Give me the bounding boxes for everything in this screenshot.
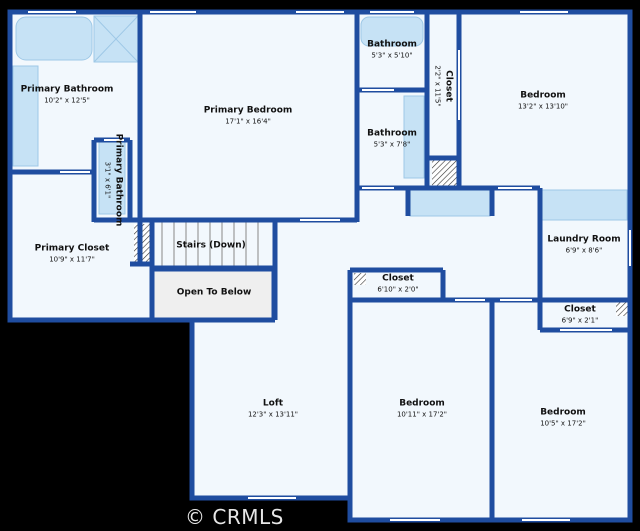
bathtub-icon: [15, 16, 93, 61]
windows: [28, 11, 631, 521]
room-label-open-to-below: Open To Below: [176, 287, 252, 298]
vanity-icon: [403, 95, 425, 179]
chase-hatch: [616, 302, 628, 316]
walls: [7, 9, 633, 523]
laundry-counter-icon: [540, 189, 628, 221]
counter-icon: [409, 189, 491, 217]
vanity-icon: [12, 65, 39, 167]
shower-icon: [98, 141, 126, 215]
floor-area: [10, 12, 630, 520]
fixtures: [12, 15, 628, 221]
chase-hatch: [354, 273, 366, 285]
watermark: © CRMLS: [185, 505, 284, 529]
chase-hatch: [432, 160, 457, 186]
room-label-stairs: Stairs (Down): [176, 240, 246, 251]
bathtub-icon: [360, 16, 424, 47]
stairs-steps: [161, 222, 259, 268]
